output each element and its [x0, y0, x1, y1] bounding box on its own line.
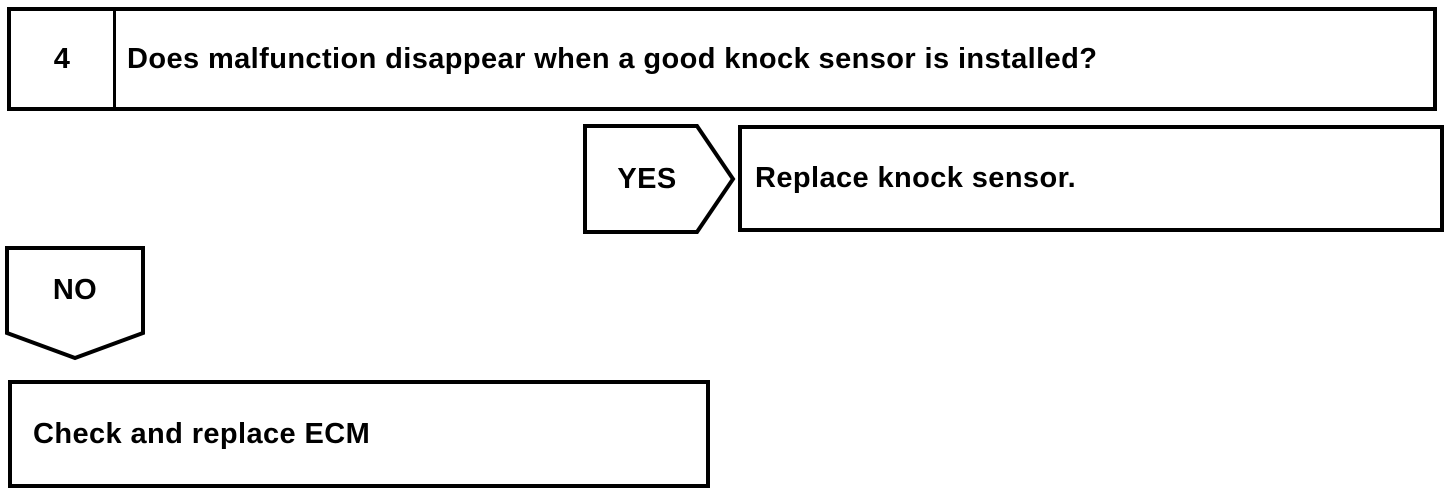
- step-box: 4 Does malfunction disappear when a good…: [7, 7, 1437, 111]
- yes-label: YES: [617, 162, 677, 195]
- yes-action-box: Replace knock sensor.: [738, 125, 1444, 232]
- no-action-text: Check and replace ECM: [33, 417, 371, 450]
- yes-pentagon-icon: [583, 124, 736, 234]
- no-pentagon-icon: [5, 246, 145, 361]
- no-connector: NO: [5, 246, 147, 362]
- yes-action-text: Replace knock sensor.: [755, 162, 1077, 194]
- step-number: 4: [53, 42, 71, 75]
- step-number-cell: 4: [11, 11, 116, 107]
- step-question-cell: Does malfunction disappear when a good k…: [116, 11, 1433, 107]
- step-question: Does malfunction disappear when a good k…: [127, 42, 1098, 75]
- no-label: NO: [52, 274, 98, 306]
- yes-connector: YES: [583, 124, 737, 234]
- no-action-box: Check and replace ECM: [8, 380, 710, 488]
